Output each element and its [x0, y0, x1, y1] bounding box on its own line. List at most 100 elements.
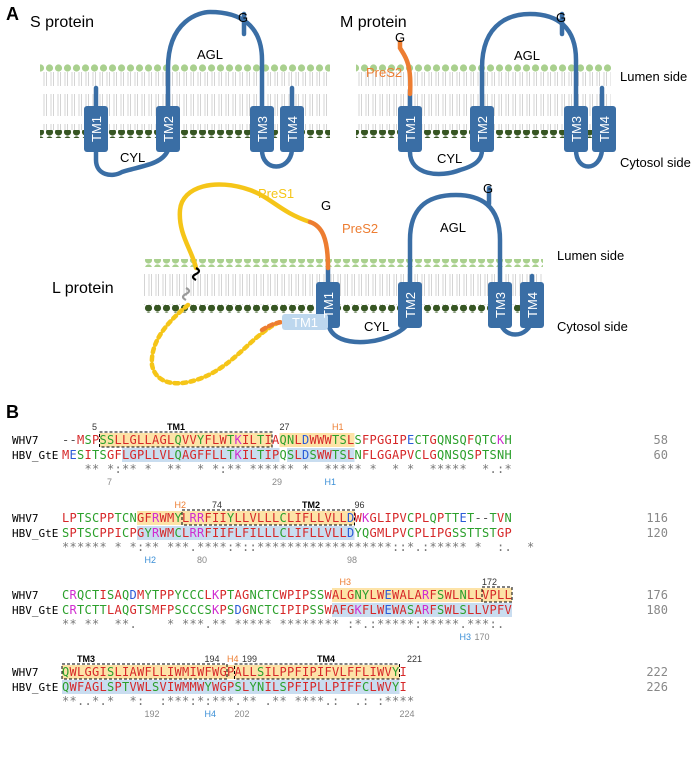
m-pres2-chain: [397, 39, 413, 97]
s-protein-title: S protein: [30, 14, 94, 31]
sequence-name: HBV_GtE: [12, 449, 58, 462]
alignment-label-above: H2: [175, 500, 187, 510]
alignment-label-below: H4: [205, 709, 217, 719]
alignment-label-above: H3: [340, 577, 352, 587]
alignment: WHV7HBV_GtE--MSPSSLLGLLAGLQVVYFLWTKILTIA…: [12, 422, 668, 719]
l-cyl-label: CYL: [364, 319, 389, 334]
sequence-end-number: 58: [654, 433, 668, 447]
m-cyl-label: CYL: [437, 151, 462, 166]
alignment-highlight: [197, 526, 355, 540]
sequence-row: CRTCTTLAQGTSMFPSCCCSKPSDGNCTCIPIPSSWAFGK…: [62, 603, 512, 617]
tm-frame: [481, 586, 513, 603]
l-agl-label: AGL: [440, 220, 466, 235]
m-pres2-label: PreS2: [366, 65, 402, 80]
alignment-highlight: [137, 526, 197, 540]
l-pres2-chain: [307, 219, 331, 271]
m-g-label: G: [556, 10, 566, 25]
s-agl-label: AGL: [197, 47, 223, 62]
l-pres1-label: PreS1: [258, 186, 294, 201]
alignment-highlight: [137, 511, 182, 525]
alignment-label-above: 27: [280, 422, 290, 432]
sequence-row: --MSPSSLLGLLAGLQVVYFLWTKILTIAQNLDWWWTSLS…: [62, 433, 512, 447]
l-pres2-label: PreS2: [342, 221, 378, 236]
tm-frame: [234, 663, 400, 680]
alignment-highlight: [332, 588, 482, 602]
m-tm2-label: TM2: [475, 116, 490, 142]
sequence-name: HBV_GtE: [12, 681, 58, 694]
alignment-label-below: 80: [197, 555, 207, 565]
alignment-highlight: [227, 665, 400, 679]
tm-frame: [181, 509, 355, 526]
l-anchor-squiggle: [181, 267, 201, 301]
sequence-row: LPTSCPPTCNGFRWMYLRRFIIYLLVLLLCLIFLLVLLDW…: [62, 511, 512, 525]
alignment-label-above: 194: [205, 654, 220, 664]
s-tm3-label: TM3: [255, 116, 270, 142]
alignment-label-below: 98: [347, 555, 357, 565]
l-tm3-label: TM3: [493, 292, 508, 318]
l-lumen-label: Lumen side: [557, 248, 624, 263]
sequence-row: SPTSCPPICPGYRWMCLRRFIIFLFILLLCLIFLLVLLDY…: [62, 526, 512, 540]
panel-a-letter: A: [6, 4, 19, 24]
m-lumen-label: Lumen side: [620, 69, 687, 84]
m-tm4-label: TM4: [597, 116, 612, 142]
sequence-row: MESITSGFLGPLLVLQAGFFLLTKILTIPQSLDSWWTSLN…: [62, 448, 512, 462]
alignment-label-below: 7: [107, 477, 112, 487]
sequence-row: CRQCTISAQDMYTPPYCCCLKPTAGNCTCWPIPSSWALGN…: [62, 588, 512, 602]
alignment-label-below: 170: [475, 632, 490, 642]
m-tm1-label: TM1: [403, 116, 418, 142]
m-protein-title: M protein: [340, 14, 407, 31]
sequence-end-number: 180: [646, 603, 668, 617]
alignment-highlight: [62, 680, 212, 694]
alignment-label-above: 199: [242, 654, 257, 664]
alignment-label-above: 74: [212, 500, 222, 510]
alignment-highlight: [62, 665, 227, 679]
conservation-row: ** ** **. * ***.** ***** ******** :*.:**…: [62, 617, 504, 631]
alignment-label-above: H4: [227, 654, 239, 664]
l-g-label: G: [483, 181, 493, 196]
alignment-highlight: [99, 433, 272, 447]
m-cytosol-label: Cytosol side: [620, 155, 691, 170]
s-cyl-label: CYL: [120, 150, 145, 165]
m-agl-label: AGL: [514, 48, 540, 63]
alignment-highlight: [332, 603, 467, 617]
alignment-label-below: 29: [272, 477, 282, 487]
alignment-highlight: [122, 448, 280, 462]
l-protein-title: L protein: [52, 280, 114, 297]
alignment-label-below: 192: [145, 709, 160, 719]
alignment-label-above: TM3: [77, 654, 95, 664]
sequence-end-number: 226: [646, 680, 668, 694]
l-tm1-ghost-label: TM1: [292, 315, 318, 330]
sequence-name: WHV7: [12, 589, 39, 602]
alignment-label-above: 221: [407, 654, 422, 664]
alignment-label-below: H3: [460, 632, 472, 642]
alignment-label-above: TM4: [317, 654, 335, 664]
l-tm2-label: TM2: [403, 292, 418, 318]
conservation-row: ** *:** * ** * *:** ****** * ***** * * *…: [85, 462, 512, 476]
sequence-name: HBV_GtE: [12, 604, 58, 617]
s-g-label: G: [238, 10, 248, 25]
l-tm1-label: TM1: [321, 292, 336, 318]
m-tm3-label: TM3: [569, 116, 584, 142]
sequence-name: WHV7: [12, 434, 39, 447]
s-protein-tm-boxes: [84, 106, 304, 152]
sequence-name: HBV_GtE: [12, 527, 58, 540]
sequence-end-number: 116: [646, 511, 668, 525]
alignment-highlight: [212, 680, 400, 694]
alignment-highlight: [287, 448, 355, 462]
alignment-label-above: 5: [92, 422, 97, 432]
tm-frame: [61, 663, 228, 680]
alignment-label-below: H2: [145, 555, 157, 565]
tm-frame: [99, 431, 273, 448]
alignment-label-above: TM1: [167, 422, 185, 432]
alignment-label-below: 224: [400, 709, 415, 719]
alignment-highlight: [182, 511, 355, 525]
l-protein-tm-boxes: [282, 282, 544, 330]
alignment-highlight: [482, 588, 512, 602]
alignment-label-below: H1: [325, 477, 337, 487]
l-pres1-chain: [177, 182, 313, 271]
alignment-label-above: TM2: [302, 500, 320, 510]
sequence-end-number: 120: [646, 526, 668, 540]
alignment-highlight: [279, 433, 355, 447]
conservation-row: ****** * *:** ***.****:*::**************…: [62, 540, 534, 554]
